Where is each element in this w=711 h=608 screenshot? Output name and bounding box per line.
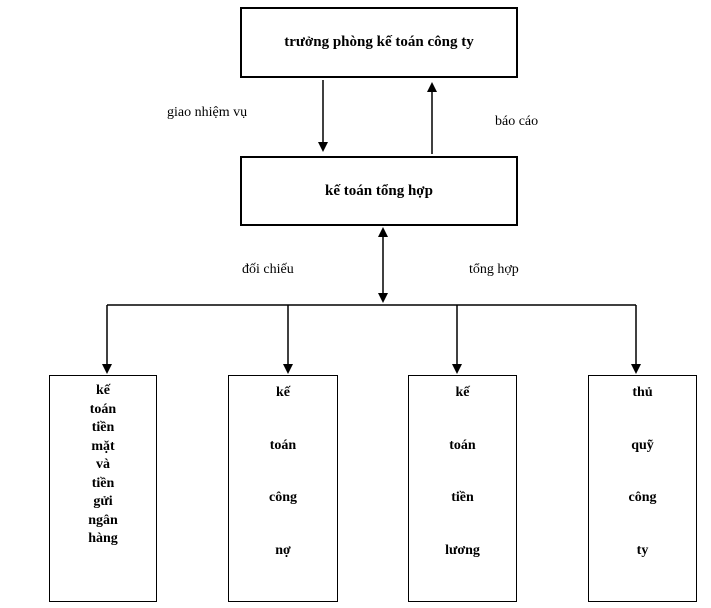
- box-chief-accountant: trưởng phòng kế toán công ty: [240, 7, 518, 78]
- box-debt-accounting-label: kế toán công nợ: [269, 385, 297, 558]
- edge-label-aggregate: tổng hợp: [469, 262, 519, 277]
- box-cash-and-bank-accounting: kế toán tiền mặt và tiền gửi ngân hàng: [49, 375, 157, 602]
- box-company-treasurer: thủ quỹ công ty: [588, 375, 697, 602]
- arrowhead-double-down: [378, 293, 388, 303]
- box-chief-accountant-label: trưởng phòng kế toán công ty: [284, 34, 474, 50]
- box-general-accountant-label: kế toán tổng hợp: [325, 182, 433, 199]
- arrowhead-double-up: [378, 227, 388, 237]
- box-debt-accounting: kế toán công nợ: [228, 375, 338, 602]
- box-payroll-accounting-label: kế toán tiền lương: [445, 385, 480, 558]
- edge-label-reconcile: đối chiếu: [242, 262, 294, 277]
- arrowhead-assign-down: [318, 142, 328, 152]
- arrowhead-leaf-1: [102, 364, 112, 374]
- edge-label-assign: giao nhiệm vụ: [167, 105, 248, 120]
- box-cash-and-bank-accounting-label: kế toán tiền mặt và tiền gửi ngân hàng: [88, 383, 118, 546]
- edge-label-report: báo cáo: [495, 114, 539, 129]
- box-company-treasurer-label: thủ quỹ công ty: [628, 385, 657, 558]
- arrowhead-report-up: [427, 82, 437, 92]
- box-payroll-accounting: kế toán tiền lương: [408, 375, 517, 602]
- box-general-accountant: kế toán tổng hợp: [240, 156, 518, 226]
